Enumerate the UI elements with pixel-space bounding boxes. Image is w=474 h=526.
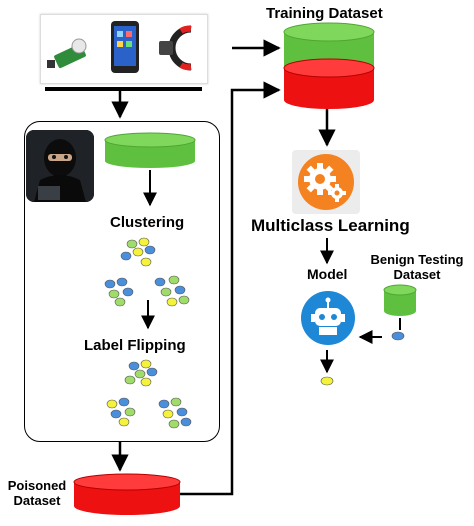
poisoned-dataset-cylinder xyxy=(73,473,181,515)
clean-dataset-cylinder xyxy=(104,132,196,168)
benign-testing-label-line1: Benign Testing xyxy=(370,252,464,267)
flipped-points xyxy=(106,359,192,429)
training-dataset-cylinder xyxy=(283,22,375,109)
benign-dataset-cylinder xyxy=(383,284,417,316)
poisoned-dataset-label: Poisoned Dataset xyxy=(4,478,70,508)
training-dataset-label: Training Dataset xyxy=(266,5,383,22)
benign-testing-dataset-label: Benign Testing Dataset xyxy=(362,252,472,282)
label-flipping-label: Label Flipping xyxy=(84,337,186,354)
poisoned-dataset-label-line2: Dataset xyxy=(13,493,61,508)
smartphone-icon xyxy=(111,21,139,73)
prediction-output-point xyxy=(320,376,334,386)
robot-icon xyxy=(301,291,355,345)
benign-sample-point xyxy=(391,318,405,341)
iot-devices-panel xyxy=(40,14,208,84)
fitness-band-icon xyxy=(159,25,192,71)
multiclass-learning-label: Multiclass Learning xyxy=(251,216,410,235)
clustering-label: Clustering xyxy=(110,214,185,231)
clustered-points xyxy=(104,237,190,307)
poisoned-dataset-label-line1: Poisoned xyxy=(7,478,67,493)
poisoning-process-box xyxy=(24,121,220,442)
iot-sensor-icon xyxy=(47,38,87,69)
benign-testing-label-line2: Dataset xyxy=(393,267,441,282)
hacker-icon xyxy=(26,130,94,202)
model-label: Model xyxy=(307,266,348,282)
gears-icon xyxy=(292,150,360,214)
